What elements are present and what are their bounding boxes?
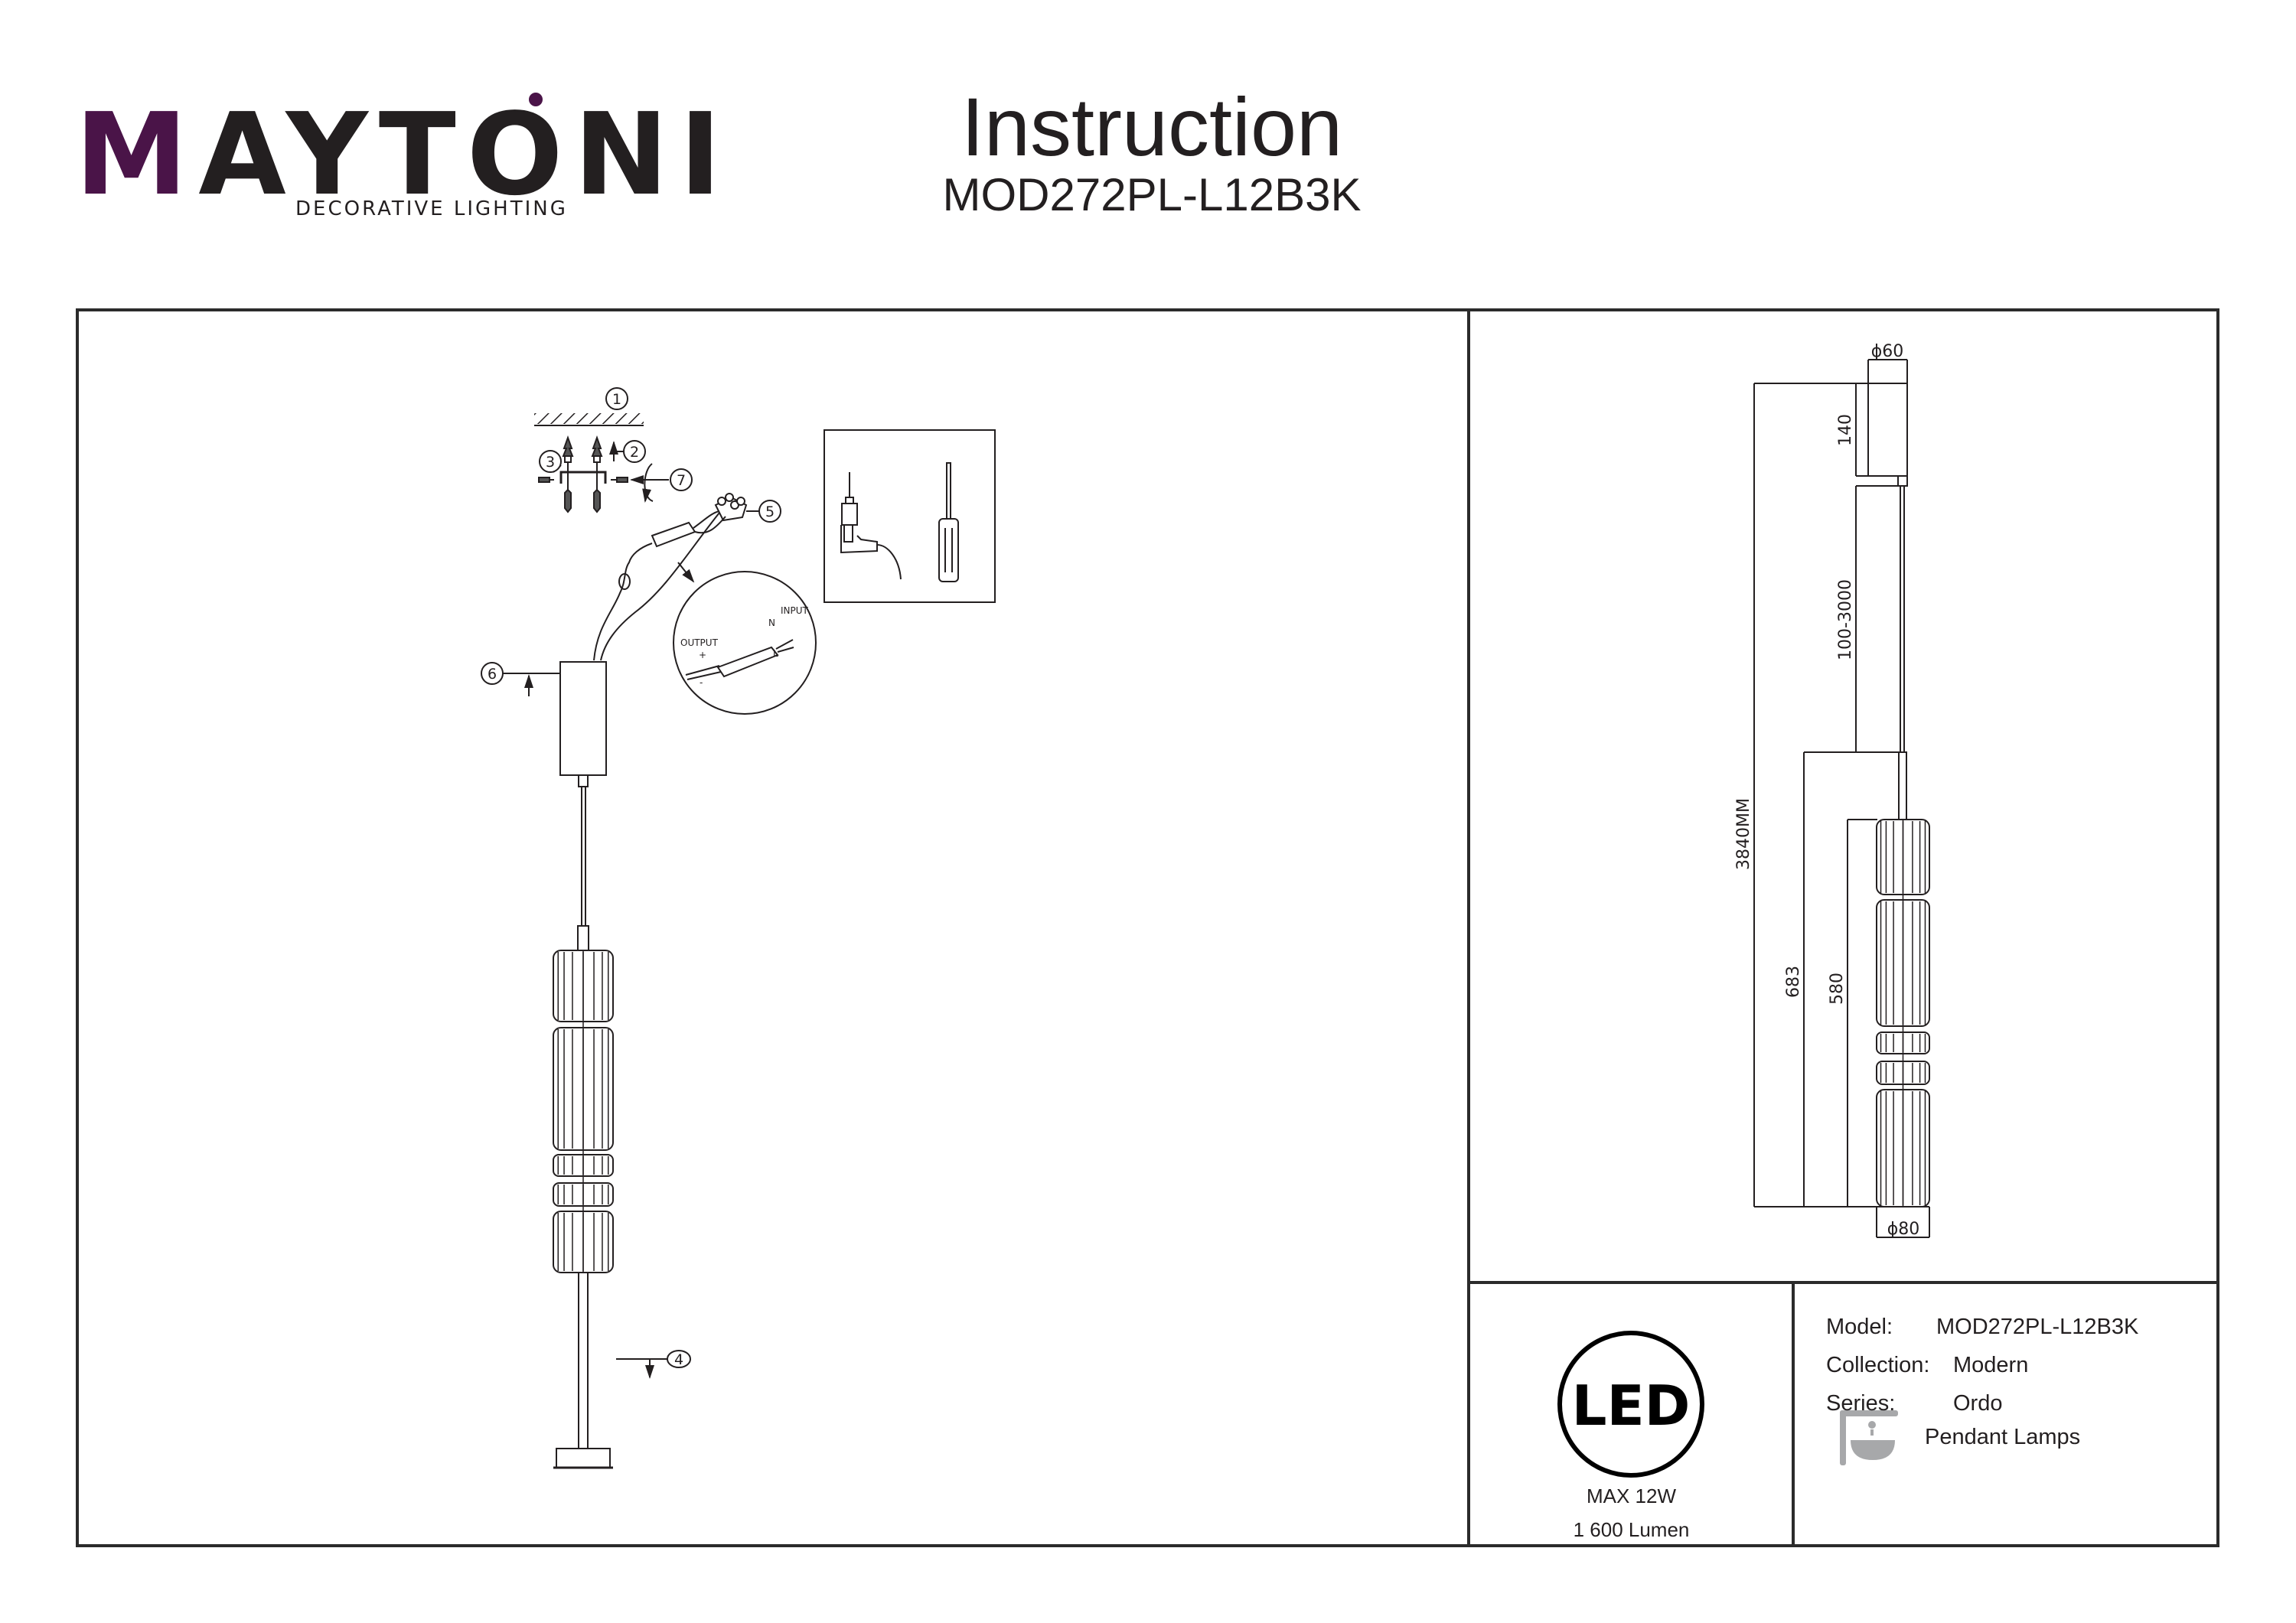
- callout-5: 5: [758, 500, 781, 523]
- logo-letter-i: I: [679, 89, 732, 220]
- screw-icon: [564, 488, 572, 513]
- callout-3: 3: [539, 450, 562, 473]
- dim-canopy-diameter: ϕ60: [1871, 342, 1904, 361]
- series-label: Series:: [1826, 1391, 1896, 1416]
- terminal-block: [714, 493, 748, 522]
- dim-total-height: 3840MM: [1734, 798, 1753, 870]
- tools-box: [823, 429, 996, 603]
- live-label: L: [773, 648, 778, 659]
- page-title: Instruction: [960, 80, 1343, 173]
- lamp-body-side-view: [1876, 819, 1930, 1207]
- driver-housing: [559, 661, 607, 776]
- sheet-frame: [76, 308, 2219, 1547]
- svg-text:4: 4: [674, 1351, 683, 1368]
- minus-label: -: [700, 677, 703, 688]
- wiring-detail: INPUT N L OUTPUT + -: [673, 571, 817, 715]
- brand-logo: MAYTONI: [75, 98, 732, 211]
- screw-icon: [538, 477, 550, 483]
- svg-text:6: 6: [488, 666, 497, 683]
- category-label: Pendant Lamps: [1925, 1425, 2081, 1449]
- dim-body-with-mount: 683: [1784, 966, 1803, 998]
- output-label: OUTPUT: [680, 637, 719, 648]
- model-value: MOD272PL-L12B3K: [1936, 1315, 2139, 1339]
- wall-anchor-icon: [562, 435, 574, 463]
- brand-tagline: DECORATIVE LIGHTING: [295, 197, 568, 220]
- canopy: [1867, 383, 1908, 477]
- model-subtitle: MOD272PL-L12B3K: [942, 169, 1362, 220]
- dim-cable-length: 100-3000: [1836, 579, 1855, 660]
- logo-letter-m: M: [75, 89, 199, 220]
- svg-text:2: 2: [630, 444, 639, 461]
- ceiling-hatch: [534, 413, 644, 424]
- cable-knot: [618, 573, 631, 590]
- pendant-lamp-icon: [1840, 1410, 1898, 1465]
- callout-6: 6: [481, 662, 504, 685]
- screwdriver-icon: [938, 462, 959, 582]
- dim-body-height: 580: [1828, 973, 1847, 1005]
- lamp-base: [556, 1448, 611, 1468]
- logo-letters: AYTON: [198, 89, 680, 220]
- callout-4: 4: [667, 1350, 691, 1368]
- screw-icon: [616, 477, 628, 483]
- plus-label: +: [699, 650, 706, 660]
- mounting-bracket: [559, 471, 607, 484]
- drill-icon: [840, 472, 902, 580]
- screw-icon: [593, 488, 601, 513]
- neutral-label: N: [768, 618, 775, 628]
- led-driver: [651, 521, 696, 548]
- svg-text:7: 7: [677, 472, 686, 489]
- led-badge-text: LED: [1572, 1374, 1691, 1438]
- wall-anchor-icon: [591, 435, 603, 463]
- lumen-output: 1 600 Lumen: [1573, 1518, 1690, 1541]
- dim-shade-diameter: ϕ80: [1887, 1220, 1920, 1239]
- dimension-drawing: ϕ60 140 100-3000 683 580 3840MM ϕ80: [1734, 342, 1930, 1239]
- max-power: MAX 12W: [1586, 1484, 1677, 1507]
- callout-7: 7: [670, 468, 693, 491]
- lamp-body: [553, 950, 614, 1469]
- callout-2: 2: [623, 440, 646, 463]
- collection-label: Collection:: [1826, 1353, 1930, 1377]
- collection-value: Modern: [1953, 1353, 2029, 1377]
- dim-canopy-height: 140: [1836, 414, 1855, 446]
- model-label: Model:: [1826, 1315, 1893, 1339]
- led-badge-icon: LED: [1557, 1331, 1704, 1478]
- svg-text:5: 5: [765, 504, 775, 520]
- svg-text:1: 1: [612, 391, 621, 408]
- input-label: INPUT: [781, 605, 809, 616]
- assembly-drawing: 1 2 3: [481, 387, 996, 1469]
- callout-1: 1: [605, 387, 628, 410]
- logo-dot: [529, 93, 543, 106]
- series-value: Ordo: [1953, 1391, 2003, 1416]
- svg-text:3: 3: [546, 454, 555, 471]
